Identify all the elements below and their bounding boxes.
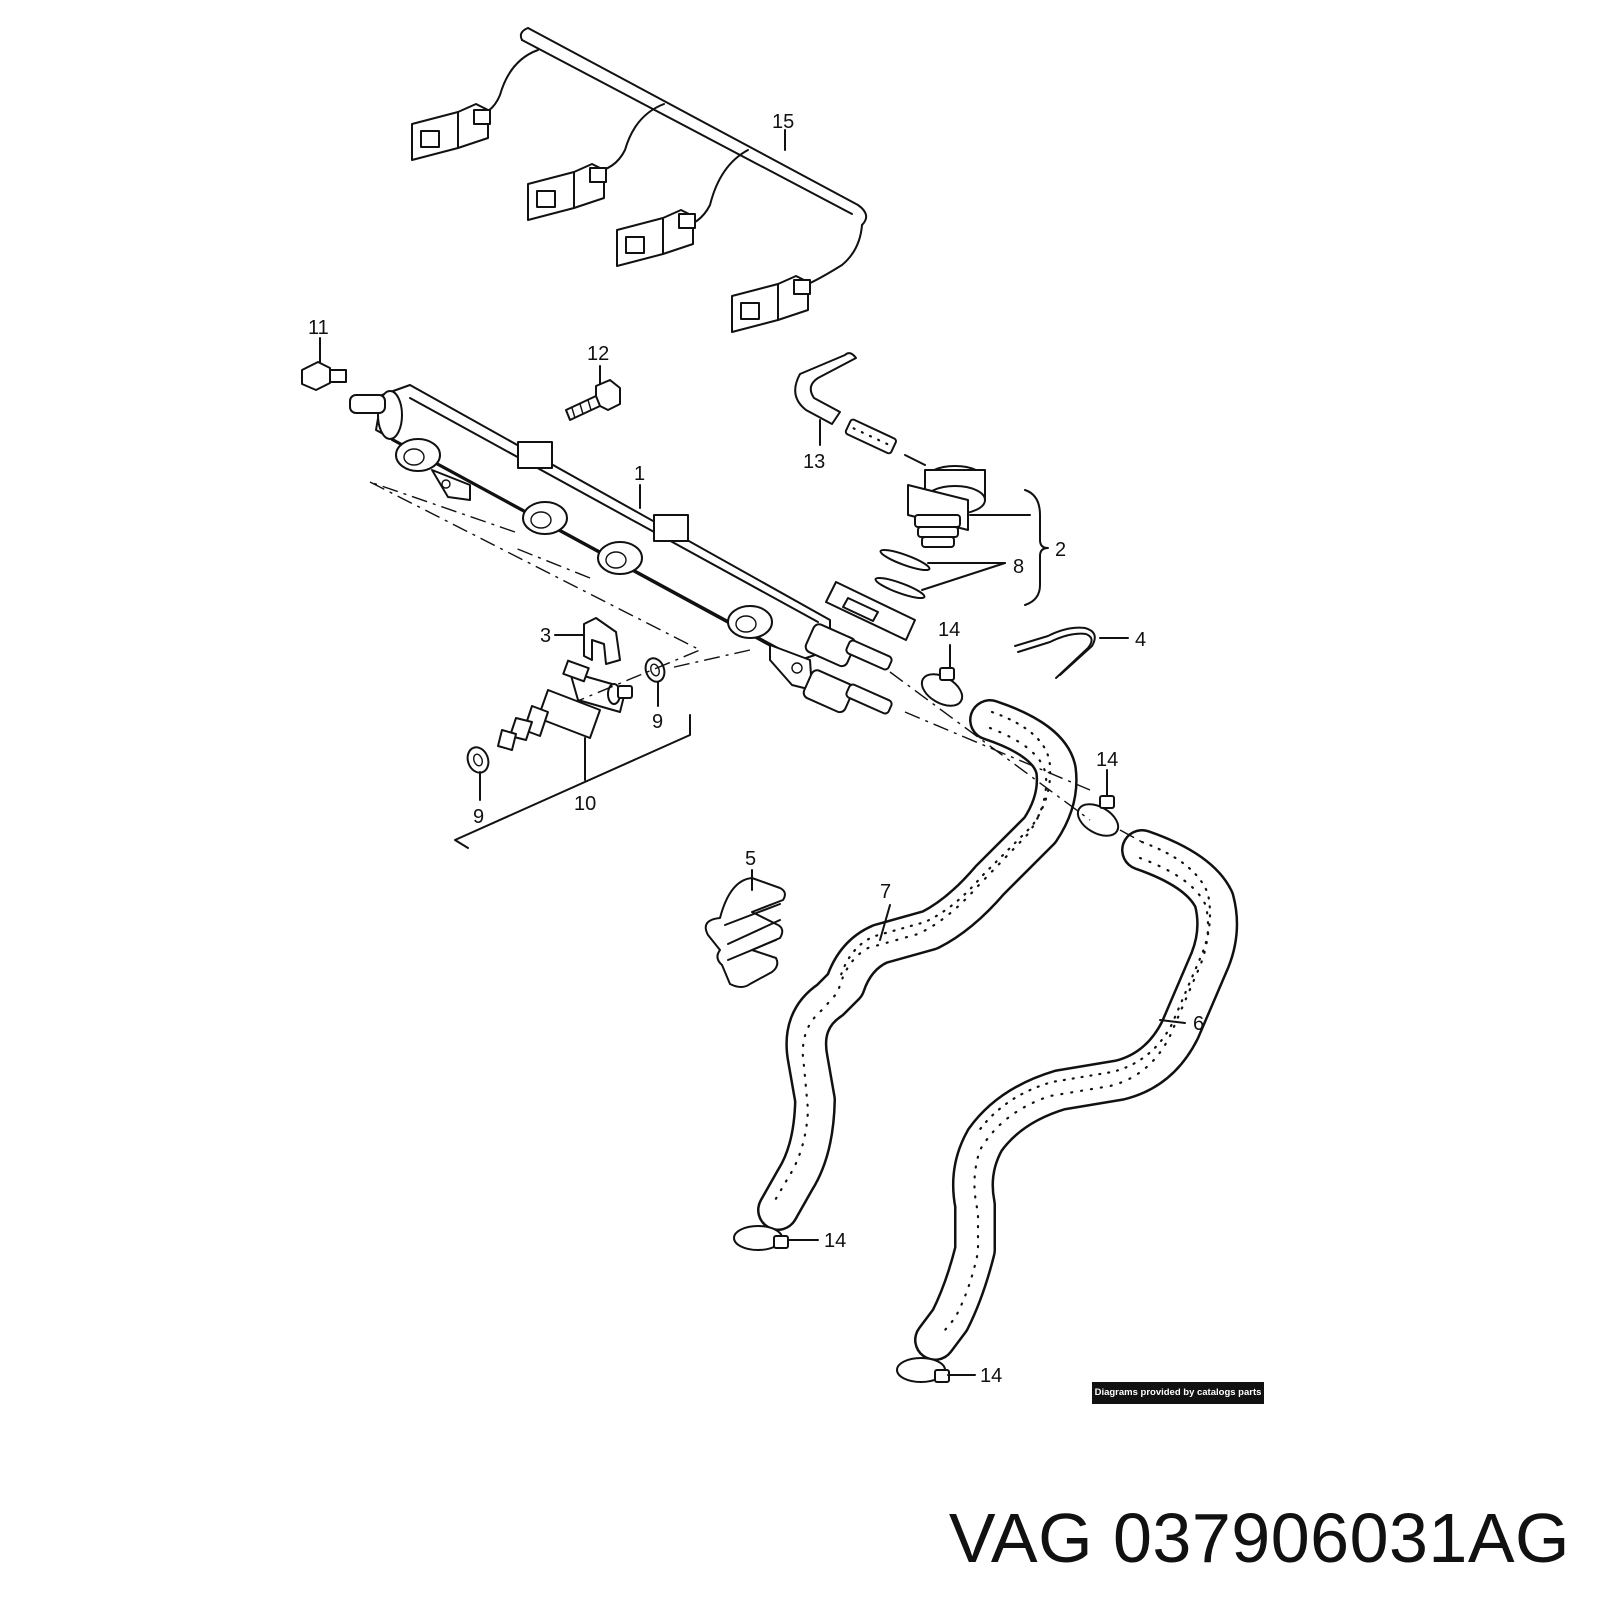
hose-clamp-14-lower-left bbox=[733, 1225, 819, 1251]
fuel-hose-6 bbox=[914, 829, 1239, 1361]
part-number-title: VAG 037906031AG bbox=[948, 1499, 1570, 1577]
bolt-11 bbox=[301, 361, 347, 391]
callout-7: 7 bbox=[880, 881, 891, 903]
fuel-injector-10 bbox=[497, 659, 633, 751]
leader-lines-9-10 bbox=[454, 681, 691, 849]
injector-cups bbox=[395, 438, 773, 639]
fuel-rail bbox=[349, 384, 916, 715]
hose-clamp-14-lower-right bbox=[896, 1357, 976, 1383]
callout-8: 8 bbox=[1013, 556, 1024, 578]
hose-clamp-14-mid bbox=[1076, 769, 1120, 837]
callout-1: 1 bbox=[634, 463, 645, 485]
harness-connector-4 bbox=[731, 275, 811, 333]
seal-9-lower bbox=[466, 746, 490, 774]
callout-14-top: 14 bbox=[938, 619, 960, 641]
callout-3: 3 bbox=[540, 625, 551, 647]
callout-9-lower: 9 bbox=[473, 806, 484, 828]
fuel-pressure-regulator bbox=[907, 465, 1031, 548]
leader-lines bbox=[319, 129, 1186, 1024]
wiring-harness bbox=[411, 27, 868, 333]
retaining-clip-4 bbox=[1014, 626, 1129, 679]
callout-13: 13 bbox=[803, 451, 825, 473]
assembly-lines bbox=[369, 481, 1143, 843]
clip-3 bbox=[554, 617, 621, 665]
harness-connector-3 bbox=[616, 209, 696, 267]
callout-11: 11 bbox=[308, 317, 329, 339]
harness-connector-1 bbox=[411, 103, 491, 161]
hose-holder-5 bbox=[704, 869, 786, 988]
diagram-credit-badge: Diagrams provided by catalogs parts bbox=[1092, 1382, 1264, 1404]
bolt-12 bbox=[565, 379, 621, 421]
hose-clamp-14-top bbox=[920, 644, 964, 707]
seal-9-upper bbox=[644, 657, 666, 683]
brace-2 bbox=[1024, 489, 1049, 606]
callout-6: 6 bbox=[1193, 1013, 1204, 1035]
harness-connector-2 bbox=[527, 163, 607, 221]
fuel-hose-7 bbox=[757, 699, 1078, 1231]
callout-10: 10 bbox=[574, 793, 596, 815]
callout-12: 12 bbox=[587, 343, 609, 365]
callout-2: 2 bbox=[1055, 539, 1066, 561]
callout-5: 5 bbox=[745, 848, 756, 870]
vacuum-hose-13 bbox=[794, 352, 926, 466]
callout-14-mid: 14 bbox=[1096, 749, 1118, 771]
callout-14-lower-left: 14 bbox=[824, 1230, 846, 1252]
callout-14-lower-right: 14 bbox=[980, 1365, 1002, 1387]
callout-4: 4 bbox=[1135, 629, 1146, 651]
callout-15: 15 bbox=[772, 111, 794, 133]
callout-labels: 15 11 12 13 1 2 8 3 14 4 9 14 10 9 5 7 6… bbox=[308, 111, 1204, 1387]
o-rings-8 bbox=[874, 548, 1006, 600]
callout-9-upper: 9 bbox=[652, 711, 663, 733]
